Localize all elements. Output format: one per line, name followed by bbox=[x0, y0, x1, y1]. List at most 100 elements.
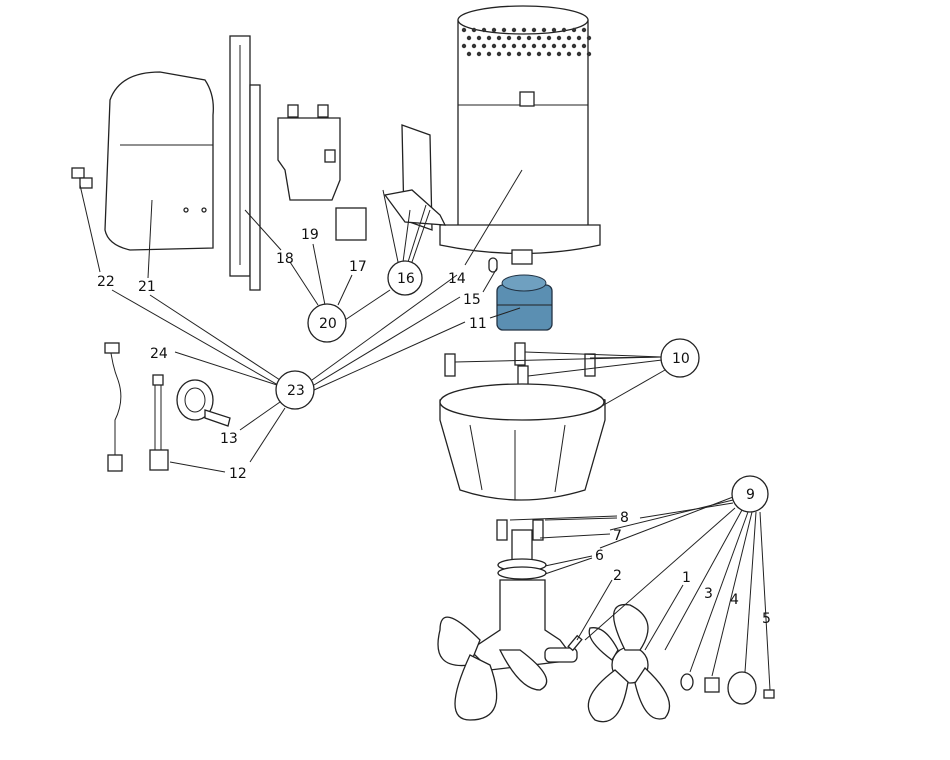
vent-hole bbox=[576, 51, 582, 57]
bracket-part-16[interactable] bbox=[383, 124, 447, 231]
callout-23[interactable]: 23 bbox=[287, 383, 305, 399]
vent-hole bbox=[546, 35, 552, 41]
leader-line bbox=[482, 267, 498, 293]
leader-line bbox=[644, 584, 684, 651]
washer-part-3[interactable] bbox=[680, 673, 694, 691]
callout-13[interactable]: 13 bbox=[220, 431, 238, 447]
vent-hole bbox=[516, 35, 522, 41]
motor-bracket-housing[interactable] bbox=[439, 383, 606, 501]
propeller-right[interactable] bbox=[587, 603, 671, 723]
leader-line bbox=[527, 359, 663, 377]
vent-hole bbox=[516, 51, 522, 57]
leader-line bbox=[313, 321, 466, 391]
leader-line bbox=[382, 189, 399, 263]
callout-10[interactable]: 10 bbox=[672, 351, 690, 367]
cable-part-24[interactable] bbox=[109, 344, 122, 455]
vent-hole bbox=[461, 27, 467, 33]
leader-line bbox=[111, 289, 279, 386]
cover-part-21[interactable] bbox=[104, 71, 214, 251]
callout-16[interactable]: 16 bbox=[397, 271, 415, 287]
leader-line bbox=[759, 511, 771, 691]
bolts-part-10[interactable] bbox=[444, 342, 596, 389]
anode-part-5[interactable] bbox=[727, 671, 757, 705]
callout-circle bbox=[307, 303, 347, 343]
leader-line bbox=[402, 209, 411, 263]
vent-hole bbox=[486, 35, 492, 41]
vent-hole bbox=[541, 27, 547, 33]
rail-part-18[interactable] bbox=[229, 35, 261, 291]
callout-1[interactable]: 1 bbox=[682, 570, 691, 586]
coupling-part-11[interactable] bbox=[496, 274, 553, 331]
key-part-15[interactable] bbox=[488, 257, 498, 273]
callout-3[interactable]: 3 bbox=[704, 586, 713, 602]
vent-hole bbox=[566, 35, 572, 41]
leader-line bbox=[311, 274, 458, 381]
vent-hole bbox=[506, 51, 512, 57]
vent-hole bbox=[471, 27, 477, 33]
callout-21[interactable]: 21 bbox=[138, 279, 156, 295]
vent-hole bbox=[566, 51, 572, 57]
vent-hole bbox=[571, 27, 577, 33]
vent-hole bbox=[546, 51, 552, 57]
nut-part-4[interactable] bbox=[704, 677, 720, 693]
callout-6[interactable]: 6 bbox=[595, 548, 604, 564]
gear-leg-part[interactable] bbox=[468, 519, 578, 671]
cable-connector-24 bbox=[107, 454, 123, 472]
callout-circle bbox=[660, 338, 700, 378]
callout-circle bbox=[731, 475, 769, 513]
leader-line bbox=[689, 511, 749, 673]
callout-22[interactable]: 22 bbox=[97, 274, 115, 290]
vent-hole bbox=[531, 27, 537, 33]
relay-part-17[interactable] bbox=[335, 207, 367, 241]
leader-line bbox=[744, 511, 757, 673]
callout-circles bbox=[275, 260, 769, 513]
leader-line bbox=[289, 261, 319, 306]
vent-hole bbox=[526, 51, 532, 57]
callout-18[interactable]: 18 bbox=[276, 251, 294, 267]
leader-line bbox=[147, 199, 153, 279]
leader-line bbox=[312, 243, 326, 306]
vent-hole bbox=[471, 43, 477, 49]
leader-line bbox=[149, 294, 281, 381]
vent-hole bbox=[561, 27, 567, 33]
callout-4[interactable]: 4 bbox=[730, 592, 739, 608]
callout-2[interactable]: 2 bbox=[613, 568, 622, 584]
motor-part[interactable] bbox=[439, 5, 601, 265]
callout-9[interactable]: 9 bbox=[746, 487, 755, 503]
propeller-left[interactable] bbox=[437, 616, 548, 721]
vent-hole bbox=[551, 43, 557, 49]
vent-hole bbox=[496, 51, 502, 57]
callout-19[interactable]: 19 bbox=[301, 227, 319, 243]
leader-line bbox=[524, 351, 663, 358]
leader-line bbox=[407, 204, 427, 263]
callout-17[interactable]: 17 bbox=[349, 259, 367, 275]
vent-hole bbox=[461, 43, 467, 49]
solenoid-part-19[interactable] bbox=[277, 104, 341, 201]
leader-line bbox=[169, 461, 226, 473]
leader-line bbox=[337, 274, 353, 306]
vent-hole bbox=[586, 35, 592, 41]
vent-hole bbox=[476, 51, 482, 57]
callout-20[interactable]: 20 bbox=[319, 316, 337, 332]
callout-11[interactable]: 11 bbox=[469, 316, 487, 332]
screw-part-5[interactable] bbox=[763, 689, 775, 699]
callout-5[interactable]: 5 bbox=[762, 611, 771, 627]
vent-hole bbox=[501, 27, 507, 33]
brush-part-12[interactable] bbox=[149, 374, 169, 471]
leader-line bbox=[239, 401, 281, 431]
vent-hole bbox=[571, 43, 577, 49]
spring-part-13[interactable] bbox=[176, 379, 231, 427]
knob-part-22[interactable] bbox=[71, 167, 93, 189]
callout-8[interactable]: 8 bbox=[620, 510, 629, 526]
vent-hole bbox=[586, 51, 592, 57]
callout-12[interactable]: 12 bbox=[229, 466, 247, 482]
leader-line bbox=[576, 579, 613, 641]
vent-hole bbox=[536, 51, 542, 57]
callout-7[interactable]: 7 bbox=[613, 528, 622, 544]
callout-15[interactable]: 15 bbox=[463, 292, 481, 308]
callout-14[interactable]: 14 bbox=[448, 271, 466, 287]
callout-24[interactable]: 24 bbox=[150, 346, 168, 362]
vent-hole bbox=[541, 43, 547, 49]
pin-part-2[interactable] bbox=[567, 634, 583, 652]
